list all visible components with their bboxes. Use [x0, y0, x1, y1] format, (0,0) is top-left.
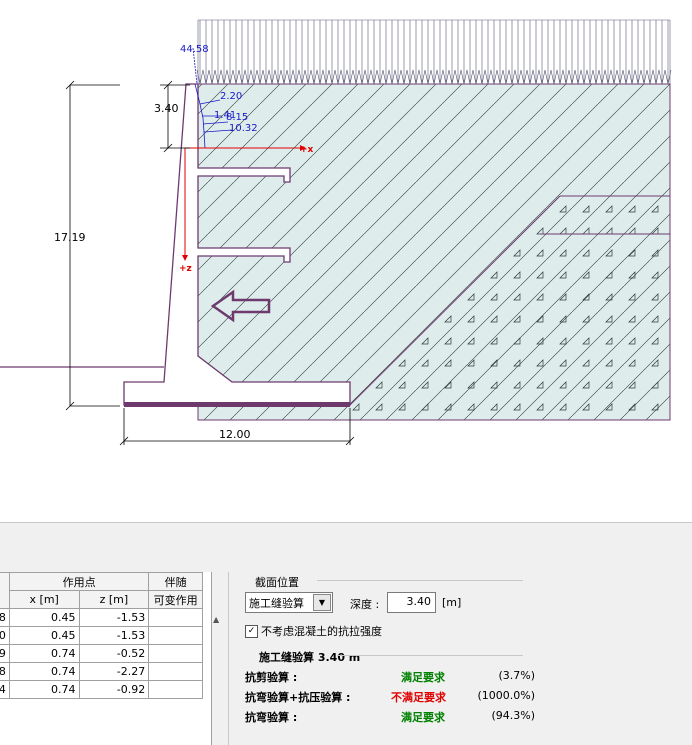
row-id-cell: 8 — [0, 662, 10, 681]
header-extra-2: 可变作用 — [148, 590, 203, 609]
z-cell: -0.52 — [78, 644, 150, 663]
pressure-value-2: 1.41 — [214, 110, 236, 121]
result-row-bending: 抗弯验算 : 满足要求 (94.3%) — [245, 709, 535, 725]
dim-top-label: 3.40 — [154, 102, 179, 115]
dropdown-arrow-icon[interactable]: ▼ — [313, 594, 331, 611]
surcharge-load — [196, 19, 672, 85]
x-cell: 0.74 — [8, 680, 80, 699]
z-cell: -0.92 — [78, 680, 150, 699]
soil-body — [197, 83, 671, 421]
dimensions — [65, 80, 355, 446]
pressure-value-3: 8.15 — [226, 112, 248, 123]
table-row[interactable]: 90.74-0.52 — [0, 644, 203, 663]
header-extra-1: 伴随 — [148, 572, 203, 591]
result-status: 不满足要求 — [391, 691, 446, 704]
depth-input[interactable]: 3.40 — [387, 592, 436, 613]
z-cell: -1.53 — [78, 608, 150, 627]
table-row[interactable]: 00.45-1.53 — [0, 626, 203, 645]
results-title: 施工缝验算 3.40 m — [259, 651, 361, 664]
section-panel: 截面位置 施工缝验算 ▼ 深度 : 3.40 [m] ✓ 不考虑混凝土的抗拉强度… — [228, 572, 692, 745]
tensile-checkbox-label[interactable]: 不考虑混凝土的抗拉强度 — [261, 625, 382, 638]
result-row-bending-compression: 抗弯验算+抗压验算 : 不满足要求 (1000.0%) — [245, 689, 535, 705]
pressure-value-1: 2.20 — [220, 91, 242, 102]
dim-base-label: 12.00 — [219, 428, 251, 441]
group-divider — [317, 580, 523, 581]
results-table-container[interactable]: 作用点 伴随 x [m] z [m] 可变作用 80.45-1.5300.45-… — [0, 572, 212, 745]
z-cell: -2.27 — [78, 662, 150, 681]
result-percent: (3.7%) — [498, 669, 535, 682]
result-row-shear: 抗剪验算 : 满足要求 (3.7%) — [245, 669, 535, 685]
bottom-panel: 作用点 伴随 x [m] z [m] 可变作用 80.45-1.5300.45-… — [0, 522, 692, 745]
results-table: 作用点 伴随 x [m] z [m] 可变作用 80.45-1.5300.45-… — [0, 572, 203, 699]
result-percent: (1000.0%) — [477, 689, 535, 702]
extra-cell — [148, 626, 203, 645]
row-id-cell: 8 — [0, 608, 10, 627]
section-group-title: 截面位置 — [255, 576, 299, 589]
pressure-value-4: 10.32 — [229, 123, 258, 134]
x-cell: 0.74 — [8, 644, 80, 663]
pressure-diagram — [192, 47, 233, 149]
header-action-point: 作用点 — [8, 572, 150, 591]
load-direction-arrow — [210, 289, 271, 323]
result-status: 满足要求 — [401, 711, 445, 724]
extra-cell — [148, 644, 203, 663]
col-id-header — [0, 572, 10, 609]
section-type-value: 施工缝验算 — [249, 597, 304, 610]
result-percent: (94.3%) — [491, 709, 535, 722]
row-id-cell: 4 — [0, 680, 10, 699]
depth-unit: [m] — [442, 596, 462, 609]
section-type-select[interactable]: 施工缝验算 ▼ — [245, 592, 333, 613]
x-cell: 0.45 — [8, 608, 80, 627]
drawing-canvas[interactable]: 44.58 2.20 1.41 8.15 10.32 +x +z 17.19 3… — [0, 0, 692, 522]
load-value-label: 44.58 — [180, 44, 209, 55]
axis-z-label: +z — [179, 264, 192, 274]
result-status: 满足要求 — [401, 671, 445, 684]
retaining-wall — [0, 83, 351, 407]
depth-value: 3.40 — [406, 595, 432, 608]
depth-label: 深度 : — [350, 598, 380, 611]
result-label: 抗弯验算+抗压验算 : — [245, 691, 351, 704]
z-cell: -1.53 — [78, 626, 150, 645]
result-label: 抗剪验算 : — [245, 671, 298, 684]
dim-height-label: 17.19 — [54, 231, 86, 244]
coordinate-axes — [182, 145, 306, 261]
tensile-checkbox[interactable]: ✓ — [245, 625, 258, 638]
scroll-up-icon[interactable]: ▲ — [213, 615, 220, 624]
axis-x-label: +x — [300, 145, 314, 155]
table-row[interactable]: 40.74-0.92 — [0, 680, 203, 699]
header-x: x [m] — [8, 590, 80, 609]
header-z: z [m] — [78, 590, 150, 609]
results-divider — [337, 655, 523, 656]
row-id-cell: 0 — [0, 626, 10, 645]
table-row[interactable]: 80.74-2.27 — [0, 662, 203, 681]
x-cell: 0.45 — [8, 626, 80, 645]
wall-drawing: 44.58 2.20 1.41 8.15 10.32 +x +z 17.19 3… — [0, 19, 672, 446]
row-id-cell: 9 — [0, 644, 10, 663]
x-cell: 0.74 — [8, 662, 80, 681]
extra-cell — [148, 680, 203, 699]
extra-cell — [148, 608, 203, 627]
table-row[interactable]: 80.45-1.53 — [0, 608, 203, 627]
result-label: 抗弯验算 : — [245, 711, 298, 724]
extra-cell — [148, 662, 203, 681]
